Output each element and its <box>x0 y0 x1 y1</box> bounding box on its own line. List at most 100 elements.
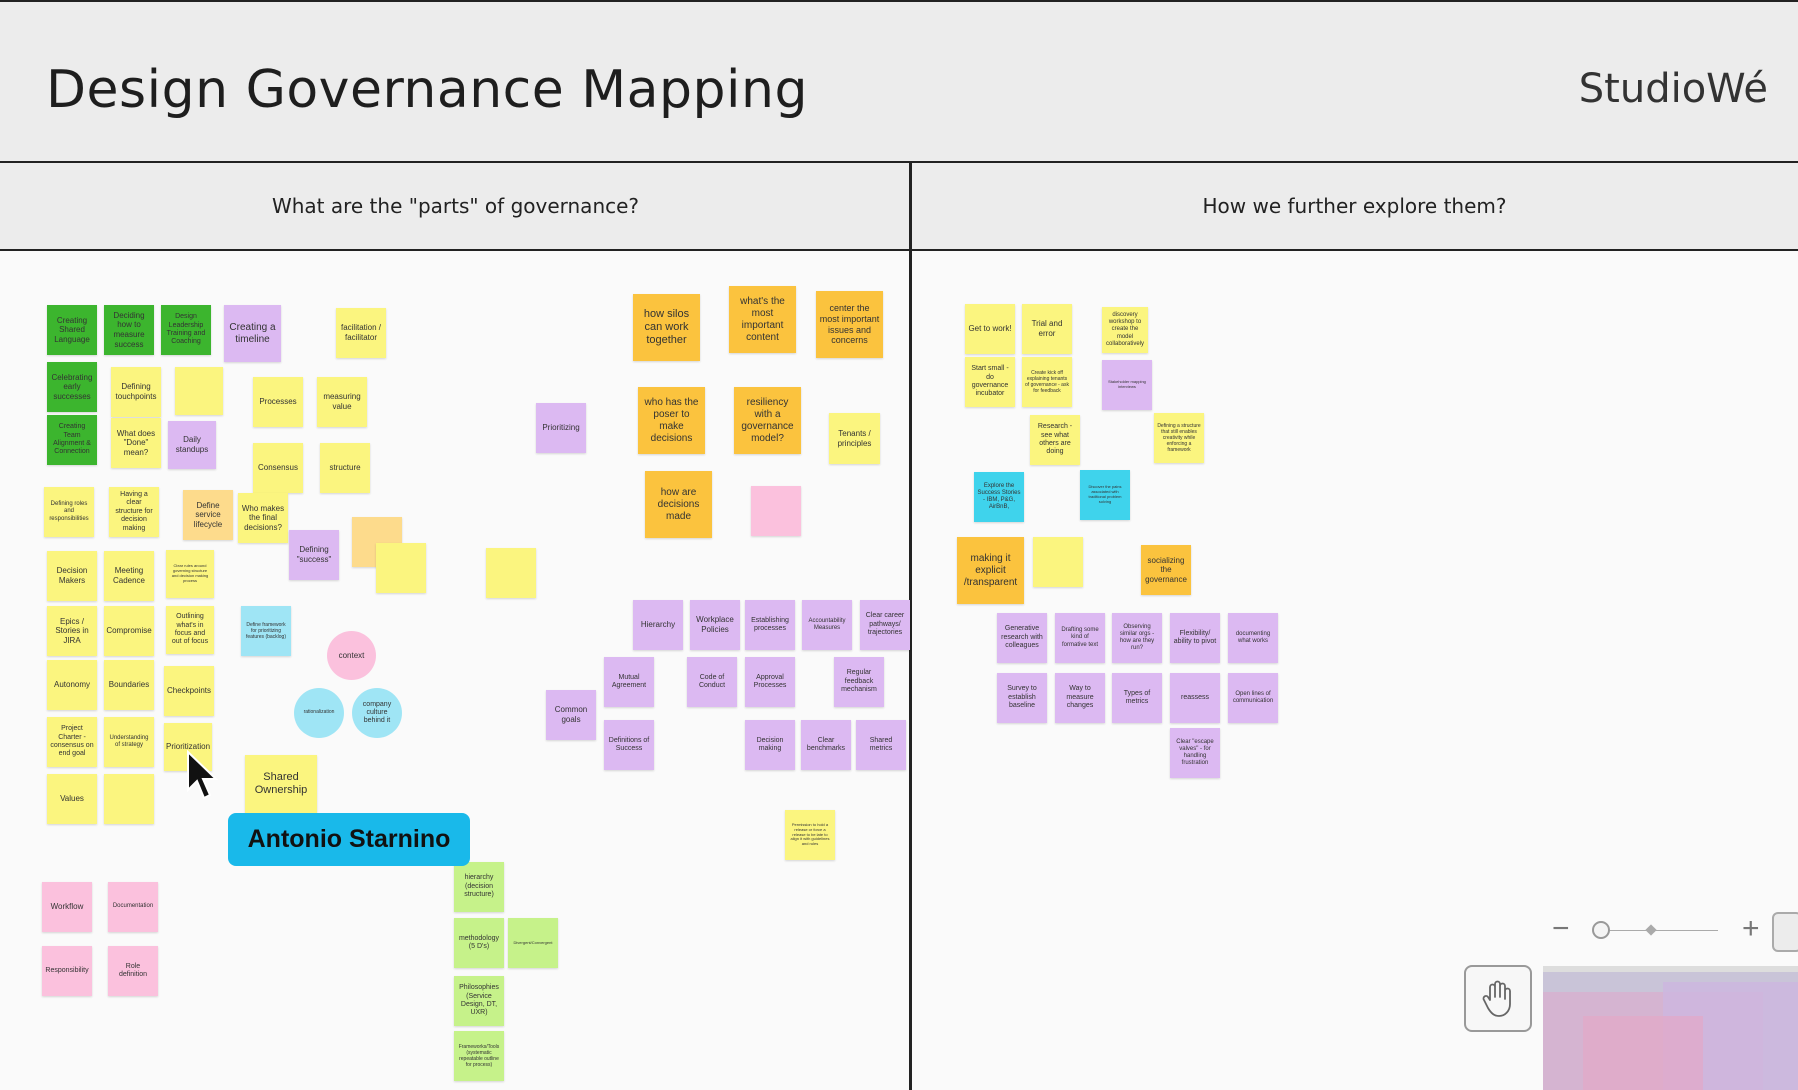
sticky-note[interactable]: Celebrating early successes <box>47 362 97 412</box>
sticky-note[interactable]: Consensus <box>253 443 303 493</box>
sticky-note[interactable]: resiliency with a governance model? <box>734 387 801 454</box>
sticky-note[interactable]: Define service lifecycle <box>183 490 233 540</box>
pan-tool-button[interactable] <box>1464 965 1532 1032</box>
sticky-note[interactable]: Having a clear structure for decision ma… <box>109 487 159 537</box>
sticky-note[interactable]: center the most important issues and con… <box>816 291 883 358</box>
sticky-note[interactable]: hierarchy (decision structure) <box>454 862 504 912</box>
circle-note[interactable]: rationalization <box>294 688 344 738</box>
zoom-slider-track[interactable] <box>1600 930 1718 931</box>
sticky-note[interactable]: Get to work! <box>965 304 1015 354</box>
sticky-note[interactable]: Survey to establish baseline <box>997 673 1047 723</box>
sticky-note[interactable] <box>486 548 536 598</box>
sticky-note[interactable]: Types of metrics <box>1112 673 1162 723</box>
sticky-note[interactable]: Decision Makers <box>47 551 97 601</box>
sticky-note[interactable]: Defining "success" <box>289 530 339 580</box>
sticky-note[interactable]: Workplace Policies <box>690 600 740 650</box>
sticky-note[interactable]: Create kick off explaining tenants of go… <box>1022 357 1072 407</box>
sticky-note[interactable]: Meeting Cadence <box>104 551 154 601</box>
sticky-note[interactable]: Outlining what's in focus and out of foc… <box>166 606 214 654</box>
sticky-note[interactable]: Observing similar orgs - how are they ru… <box>1112 613 1162 663</box>
sticky-note[interactable]: Deciding how to measure success <box>104 305 154 355</box>
sticky-note[interactable]: how are decisions made <box>645 471 712 538</box>
sticky-note[interactable]: Checkpoints <box>164 666 214 716</box>
sticky-note[interactable]: Defining touchpoints <box>111 367 161 417</box>
sticky-note[interactable]: Hierarchy <box>633 600 683 650</box>
sticky-note[interactable]: Design Leadership Training and Coaching <box>161 305 211 355</box>
sticky-note[interactable]: Epics / Stories in JIRA <box>47 606 97 656</box>
sticky-note[interactable]: Mutual Agreement <box>604 657 654 707</box>
sticky-note[interactable]: Regular feedback mechanism <box>834 657 884 707</box>
sticky-note[interactable]: Code of Conduct <box>687 657 737 707</box>
sticky-note[interactable]: Boundaries <box>104 660 154 710</box>
sticky-note[interactable]: Clear rules around governing structure a… <box>166 550 214 598</box>
sticky-note[interactable]: Compromise <box>104 606 154 656</box>
sticky-note[interactable]: Shared Ownership <box>245 755 317 813</box>
sticky-note[interactable]: Flexibility/ ability to pivot <box>1170 613 1220 663</box>
zoom-slider-handle[interactable] <box>1592 921 1610 939</box>
sticky-note[interactable]: Project Charter - consensus on end goal <box>47 717 97 767</box>
sticky-note[interactable]: Understanding of strategy <box>104 717 154 767</box>
zoom-out-button[interactable]: − <box>1552 912 1570 945</box>
sticky-note[interactable]: Establishing processes <box>745 600 795 650</box>
sticky-note[interactable]: Trial and error <box>1022 304 1072 354</box>
sticky-note[interactable]: Philosophies (Service Design, DT, UXR) <box>454 976 504 1026</box>
circle-note[interactable]: context <box>327 631 376 680</box>
sticky-note[interactable]: Defining a structure that still enables … <box>1154 413 1204 463</box>
sticky-note[interactable]: Research - see what others are doing <box>1030 415 1080 465</box>
sticky-note[interactable]: Clear career pathways/ trajectories <box>860 600 910 650</box>
circle-note[interactable]: company culture behind it <box>352 688 402 738</box>
sticky-note[interactable]: Open lines of communication <box>1228 673 1278 723</box>
sticky-note[interactable]: who has the poser to make decisions <box>638 387 705 454</box>
sticky-note[interactable]: Role definition <box>108 946 158 996</box>
sticky-note[interactable]: facilitation / facilitator <box>336 308 386 358</box>
zoom-in-button[interactable]: + <box>1742 912 1760 945</box>
sticky-note[interactable]: Drafting some kind of formative text <box>1055 613 1105 663</box>
sticky-note[interactable]: Workflow <box>42 882 92 932</box>
sticky-note[interactable]: what's the most important content <box>729 286 796 353</box>
sticky-note[interactable]: Daily standups <box>168 421 216 469</box>
sticky-note[interactable]: discovery workshop to create the model c… <box>1102 307 1148 353</box>
sticky-note[interactable]: how silos can work together <box>633 294 700 361</box>
sticky-note[interactable]: Tenants / principles <box>829 413 880 464</box>
sticky-note[interactable]: Clear benchmarks <box>801 720 851 770</box>
sticky-note[interactable]: making it explicit /transparent <box>957 537 1024 604</box>
sticky-note[interactable]: socializing the governance <box>1141 545 1191 595</box>
sticky-note[interactable] <box>751 486 801 536</box>
sticky-note[interactable] <box>376 543 426 593</box>
sticky-note[interactable]: Documentation <box>108 882 158 932</box>
sticky-note[interactable]: measuring value <box>317 377 367 427</box>
sticky-note[interactable] <box>104 774 154 824</box>
sticky-note[interactable]: Creating a timeline <box>224 305 281 362</box>
sticky-note[interactable]: structure <box>320 443 370 493</box>
sticky-note[interactable]: Generative research with colleagues <box>997 613 1047 663</box>
sticky-note[interactable]: Definitions of Success <box>604 720 654 770</box>
sticky-note[interactable]: Define framework for prioritizing featur… <box>241 606 291 656</box>
sticky-note[interactable]: Defining roles and responsibilities <box>44 487 94 537</box>
board-minimap[interactable] <box>1543 966 1798 1090</box>
sticky-note[interactable]: Start small - do governance incubator <box>965 357 1015 407</box>
sticky-note[interactable]: documenting what works <box>1228 613 1278 663</box>
fit-to-screen-button[interactable] <box>1772 912 1798 952</box>
sticky-note[interactable]: Approval Processes <box>745 657 795 707</box>
sticky-note[interactable]: Decision making <box>745 720 795 770</box>
sticky-note[interactable]: Responsibility <box>42 946 92 996</box>
sticky-note[interactable]: Explore the Success Stories - IBM, P&G, … <box>974 472 1024 522</box>
sticky-note[interactable]: Frameworks/Tools (systematic repeatable … <box>454 1031 504 1081</box>
sticky-note[interactable]: Discover the pains associated with tradi… <box>1080 470 1130 520</box>
sticky-note[interactable]: Accountability Measures <box>802 600 852 650</box>
sticky-note[interactable]: Common goals <box>546 690 596 740</box>
sticky-note[interactable]: Who makes the final decisions? <box>238 493 288 543</box>
sticky-note[interactable]: Processes <box>253 377 303 427</box>
sticky-note[interactable] <box>175 367 223 415</box>
sticky-note[interactable]: Stakeholder mapping interviews <box>1102 360 1152 410</box>
sticky-note[interactable]: reassess <box>1170 673 1220 723</box>
sticky-note[interactable]: Shared metrics <box>856 720 906 770</box>
sticky-note[interactable]: Divergent/Convergent <box>508 918 558 968</box>
sticky-note[interactable]: Clear "escape valves" - for handling fru… <box>1170 728 1220 778</box>
sticky-note[interactable]: Creating Shared Language <box>47 305 97 355</box>
sticky-note[interactable]: methodology (5 D's) <box>454 918 504 968</box>
sticky-note[interactable]: What does "Done" mean? <box>111 418 161 468</box>
sticky-note[interactable]: Creating Team Alignment & Connection <box>47 415 97 465</box>
sticky-note[interactable]: Prioritizing <box>536 403 586 453</box>
sticky-note[interactable] <box>1033 537 1083 587</box>
